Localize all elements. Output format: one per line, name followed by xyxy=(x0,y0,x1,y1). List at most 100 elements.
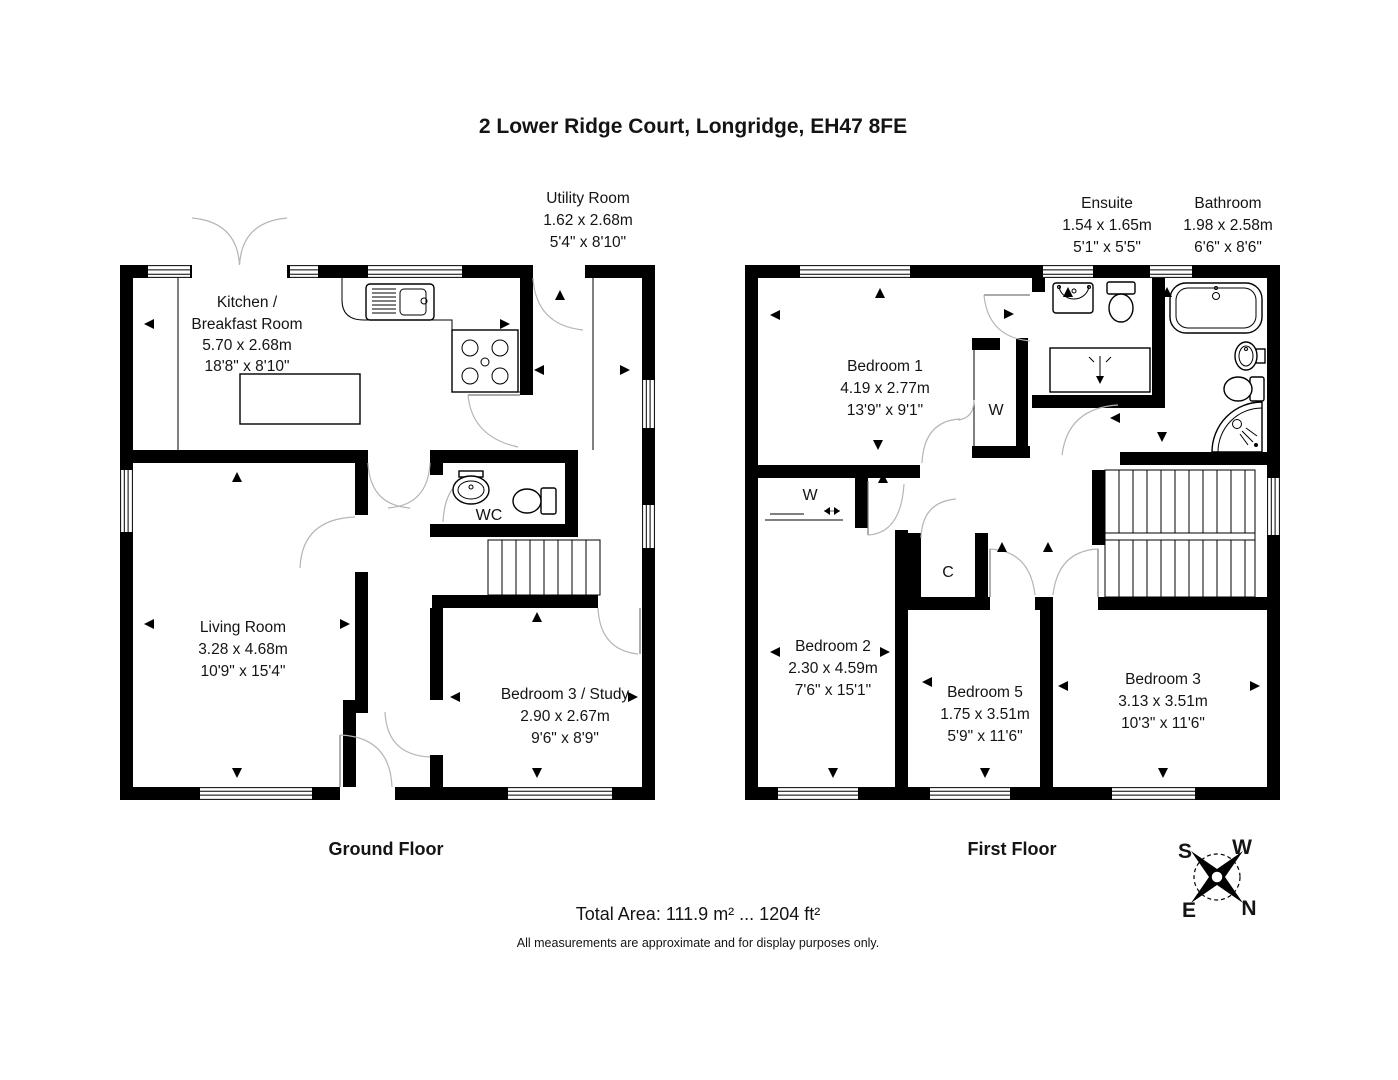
ground-stairs xyxy=(487,539,601,596)
room-label-bathroom: Bathroom 1.98 x 2.58m 6'6" x 8'6" xyxy=(1183,195,1273,256)
window xyxy=(1112,787,1195,800)
room-name: Bedroom 3 xyxy=(1125,671,1201,688)
room-dim-metric: 2.30 x 4.59m xyxy=(788,660,878,677)
room-dim-imperial: 10'3" x 11'6" xyxy=(1121,715,1205,732)
window xyxy=(930,787,1010,800)
ground-floor-plan: Utility Room 1.62 x 2.68m 5'4" x 8'10" K… xyxy=(120,190,655,859)
room-name: Bedroom 5 xyxy=(947,684,1023,701)
wardrobe-rail xyxy=(765,507,843,521)
room-label-wc: WC xyxy=(476,507,503,524)
door-arc xyxy=(532,277,584,331)
door-arc xyxy=(367,462,411,509)
room-dim-metric: 1.98 x 2.58m xyxy=(1183,217,1273,234)
room-dim-metric: 4.19 x 2.77m xyxy=(840,380,930,397)
first-floor-plan: Ensuite 1.54 x 1.65m 5'1" x 5'5" Bathroo… xyxy=(745,195,1280,859)
first-stairs xyxy=(1104,469,1256,598)
wc-sink xyxy=(452,470,490,505)
compass-rose: S W E N xyxy=(1178,836,1257,922)
stove xyxy=(451,329,519,393)
ground-interior-walls xyxy=(133,278,598,787)
total-area-text: Total Area: 111.9 m² ... 1204 ft² xyxy=(576,904,820,924)
compass-south: S xyxy=(1178,840,1192,863)
cupboard-label: C xyxy=(942,564,954,581)
room-name: Breakfast Room xyxy=(191,316,302,333)
compass-east: E xyxy=(1182,899,1196,922)
window xyxy=(1267,478,1280,535)
front-door-arc xyxy=(339,734,393,788)
bathtub xyxy=(1169,282,1263,334)
window xyxy=(148,265,190,278)
ensuite-sink xyxy=(1052,282,1094,314)
bathroom-sink xyxy=(1234,341,1266,371)
first-interior-walls xyxy=(758,278,1267,787)
room-dim-imperial: 13'9" x 9'1" xyxy=(847,402,923,419)
room-dim-imperial: 5'9" x 11'6" xyxy=(947,728,1022,745)
room-label-bed5: Bedroom 5 1.75 x 3.51m 5'9" x 11'6" xyxy=(940,684,1030,745)
window xyxy=(508,787,612,800)
room-label-bed3: Bedroom 3 3.13 x 3.51m 10'3" x 11'6" xyxy=(1118,671,1208,732)
window xyxy=(290,265,318,278)
room-dim-imperial: 5'1" x 5'5" xyxy=(1073,239,1141,256)
window xyxy=(642,380,655,428)
cupboard-door-arc xyxy=(920,498,957,539)
first-doors xyxy=(867,294,1119,597)
room-name: Ensuite xyxy=(1081,195,1133,212)
first-floor-caption: First Floor xyxy=(968,839,1057,859)
door-arc xyxy=(867,483,905,536)
window xyxy=(800,265,910,278)
first-measure-arrows xyxy=(770,287,1260,778)
room-label-ensuite: Ensuite 1.54 x 1.65m 5'1" x 5'5" xyxy=(1062,195,1152,256)
door-arc xyxy=(921,418,961,464)
room-dim-metric: 1.62 x 2.68m xyxy=(543,212,633,229)
room-name: Utility Room xyxy=(546,190,630,207)
door-arc xyxy=(384,711,431,758)
room-label-bed3-study: Bedroom 3 / Study 2.90 x 2.67m 9'6" x 8'… xyxy=(501,686,630,747)
room-label-living: Living Room 3.28 x 4.68m 10'9" x 15'4" xyxy=(198,619,288,680)
french-door-arc xyxy=(191,217,241,266)
room-dim-metric: 1.54 x 1.65m xyxy=(1062,217,1152,234)
window xyxy=(1150,265,1192,278)
room-name: Bedroom 2 xyxy=(795,638,871,655)
room-dim-imperial: 7'6" x 15'1" xyxy=(795,682,871,699)
window xyxy=(778,787,858,800)
room-label-bed2: Bedroom 2 2.30 x 4.59m 7'6" x 15'1" xyxy=(788,638,878,699)
window xyxy=(120,470,133,532)
door-arc xyxy=(387,462,431,509)
compass-hub xyxy=(1210,870,1224,884)
wc-toilet xyxy=(512,487,557,515)
door-arc xyxy=(989,548,1036,596)
room-name: Bathroom xyxy=(1194,195,1261,212)
wardrobe-label: W xyxy=(988,402,1004,419)
room-dim-imperial: 6'6" x 8'6" xyxy=(1194,239,1262,256)
corner-shower xyxy=(1211,401,1263,453)
kitchen-island xyxy=(239,373,361,425)
room-dim-imperial: 10'9" x 15'4" xyxy=(200,663,285,680)
room-dim-imperial: 18'8" x 8'10" xyxy=(204,358,289,375)
door-arc xyxy=(1061,404,1119,456)
kitchen-sink xyxy=(365,283,435,321)
room-name: Bedroom 1 xyxy=(847,358,923,375)
ground-floor-caption: Ground Floor xyxy=(329,839,444,859)
room-name: Kitchen / xyxy=(217,294,278,311)
ground-measure-arrows xyxy=(144,290,638,778)
closet-door-arc xyxy=(957,399,975,421)
room-name: Bedroom 3 / Study xyxy=(501,686,630,703)
room-dim-metric: 3.28 x 4.68m xyxy=(198,641,288,658)
window xyxy=(642,505,655,548)
room-label-bed1: Bedroom 1 4.19 x 2.77m 13'9" x 9'1" xyxy=(840,358,930,419)
bathroom-toilet xyxy=(1223,376,1265,402)
room-dim-metric: 1.75 x 3.51m xyxy=(940,706,1030,723)
compass-north: N xyxy=(1241,897,1256,920)
door-arc xyxy=(983,294,1031,342)
french-door-arc xyxy=(238,217,288,266)
page-title: 2 Lower Ridge Court, Longridge, EH47 8FE xyxy=(479,115,907,138)
first-windows xyxy=(778,265,1280,800)
ground-windows xyxy=(120,265,655,800)
ensuite-toilet xyxy=(1106,281,1136,323)
room-dim-metric: 2.90 x 2.67m xyxy=(520,708,610,725)
room-dim-imperial: 9'6" x 8'9" xyxy=(531,730,599,747)
room-name: Living Room xyxy=(200,619,286,636)
window xyxy=(1043,265,1093,278)
compass-west: W xyxy=(1232,836,1252,859)
